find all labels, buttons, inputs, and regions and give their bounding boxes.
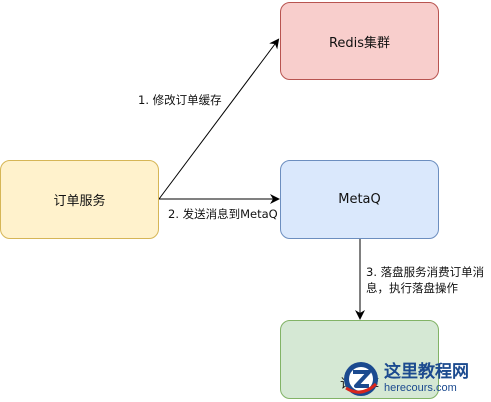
redis-cluster-node[interactable]: Redis集群 [280, 2, 439, 80]
metaq-label: MetaQ [338, 192, 381, 207]
edge-order-to-redis [158, 38, 280, 200]
edge-label-step1: 1. 修改订单缓存 [138, 92, 222, 108]
edge-label-step2: 2. 发送消息到MetaQ [168, 206, 278, 222]
redis-cluster-label: Redis集群 [328, 35, 391, 51]
order-service-label: 订单服务 [53, 194, 106, 209]
edge-label-step3: 3. 落盘服务消费订单消息，执行落盘操作 [366, 264, 490, 296]
metaq-node[interactable]: MetaQ [280, 160, 439, 239]
order-service-node[interactable]: 订单服务 [0, 160, 159, 239]
watermark: 这里教程网 herecours.com [342, 356, 491, 401]
site-logo-icon [342, 360, 380, 398]
watermark-url: herecours.com [384, 381, 457, 394]
watermark-title: 这里教程网 [384, 362, 469, 383]
